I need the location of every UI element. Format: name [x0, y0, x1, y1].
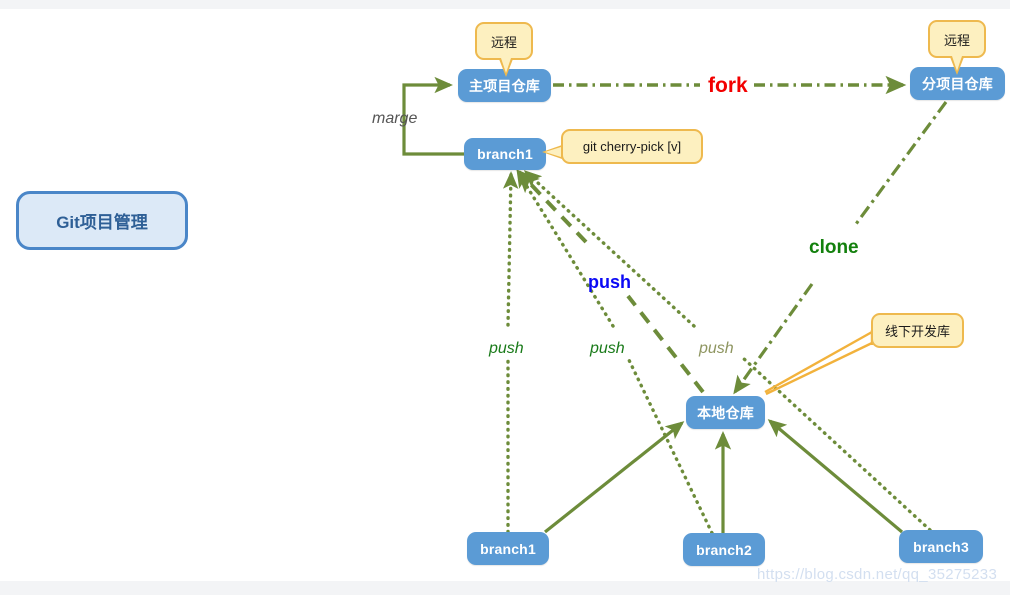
- node-local-repo-label: 本地仓库: [697, 404, 754, 421]
- node-local-repo[interactable]: 本地仓库: [686, 396, 765, 429]
- watermark: https://blog.csdn.net/qq_35275233: [757, 566, 998, 583]
- edge-label-marge: marge: [372, 110, 418, 127]
- callout-remote-fork-label: 远程: [943, 32, 970, 48]
- node-branch3-bottom[interactable]: branch3: [899, 530, 983, 563]
- node-branch2-bottom[interactable]: branch2: [683, 533, 765, 566]
- edge-push-b2-to-branch1-upper: [516, 169, 615, 328]
- callout-cherry-pick: git cherry-pick [v]: [542, 129, 703, 164]
- callout-tail-icon: [950, 56, 964, 75]
- edge-push-b3-to-branch1-lower: [741, 356, 932, 532]
- edge-push-local-to-branch1-lower: [626, 294, 705, 394]
- callout-remote-main-label: 远程: [490, 34, 517, 50]
- top-strip: [0, 0, 1010, 9]
- node-branch1-bottom-label: branch1: [480, 540, 536, 557]
- edge-label-fork: fork: [708, 74, 748, 97]
- node-branch1-top-label: branch1: [477, 146, 533, 162]
- callout-cherry-pick-label: git cherry-pick [v]: [582, 139, 682, 154]
- edge-push-local-to-branch1-upper: [516, 169, 588, 244]
- node-branch2-bottom-label: branch2: [696, 541, 752, 558]
- edge-label-clone: clone: [809, 237, 859, 258]
- edge-push-b1-to-branch1-upper: [502, 171, 519, 327]
- callout-offline-dev-label: 线下开发库: [884, 324, 950, 339]
- edge-offline-dev-pointer-2: [765, 341, 873, 396]
- edge-label-push-main: push: [588, 272, 631, 292]
- edge-push-b3-to-branch1-upper: [523, 170, 696, 328]
- node-main-repo[interactable]: 主项目仓库: [458, 69, 551, 102]
- edge-label-push-branch1: push: [489, 340, 524, 357]
- node-branch1-bottom[interactable]: branch1: [467, 532, 549, 565]
- edge-commit-b3-to-local: [767, 419, 904, 534]
- edge-clone-lower-segment: [733, 283, 814, 395]
- callout-tail-icon: [542, 145, 562, 159]
- edge-clone-upper-segment: [854, 101, 948, 225]
- edge-label-push-branch2: push: [590, 340, 625, 357]
- edge-push-b2-to-branch1-lower: [626, 356, 714, 535]
- edge-commit-b1-to-local: [544, 421, 685, 534]
- edge-offline-dev-pointer: [764, 330, 873, 394]
- node-fork-repo-label: 分项目仓库: [922, 75, 993, 92]
- edge-label-push-branch3: push: [699, 340, 734, 357]
- node-fork-repo[interactable]: 分项目仓库: [910, 67, 1005, 100]
- node-branch1-top[interactable]: branch1: [464, 138, 546, 170]
- diagram-title-label: Git项目管理: [56, 213, 148, 232]
- node-main-repo-label: 主项目仓库: [469, 77, 540, 94]
- bottom-strip: [0, 581, 1010, 595]
- callout-remote-main: 远程: [475, 22, 533, 77]
- callout-remote-fork: 远程: [928, 20, 986, 75]
- callout-offline-dev: 线下开发库: [871, 313, 964, 348]
- diagram-title-box: Git项目管理: [16, 191, 188, 250]
- node-branch3-bottom-label: branch3: [913, 538, 969, 555]
- callout-tail-icon: [499, 58, 513, 77]
